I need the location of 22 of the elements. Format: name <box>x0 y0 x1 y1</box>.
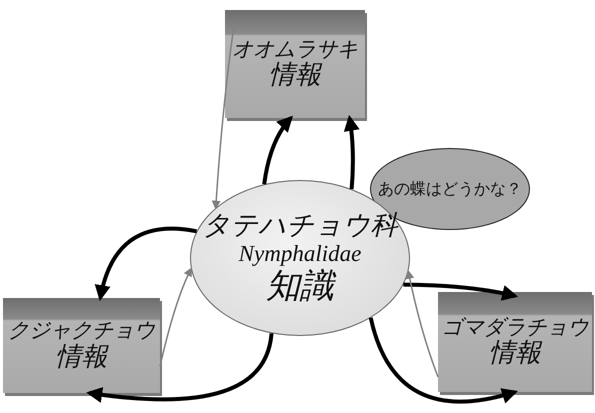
arrow <box>368 317 518 404</box>
arrow <box>344 114 360 190</box>
info-label: 情報 <box>56 342 108 373</box>
latin-name: Nymphalidae <box>238 240 362 268</box>
info-label: 情報 <box>489 339 541 370</box>
arrow <box>405 270 439 378</box>
info-label: 情報 <box>269 61 321 92</box>
arrow <box>86 333 274 403</box>
info-block <box>438 292 592 392</box>
species-name: クジャクチョウ <box>8 318 155 343</box>
arrow <box>95 226 197 302</box>
arrow <box>403 282 518 301</box>
family-name: タテハチョウ科 <box>202 210 398 241</box>
knowledge-label: 知識 <box>266 267 334 306</box>
species-name: オオムラサキ <box>232 36 358 62</box>
species-name: ゴマダラチョウ <box>442 314 588 340</box>
info-block <box>225 10 365 118</box>
info-block <box>3 298 160 393</box>
arrow <box>212 29 234 210</box>
question-text: あの蝶はどうかな？ <box>378 180 522 198</box>
arrow <box>159 267 192 367</box>
arrow <box>262 116 293 185</box>
